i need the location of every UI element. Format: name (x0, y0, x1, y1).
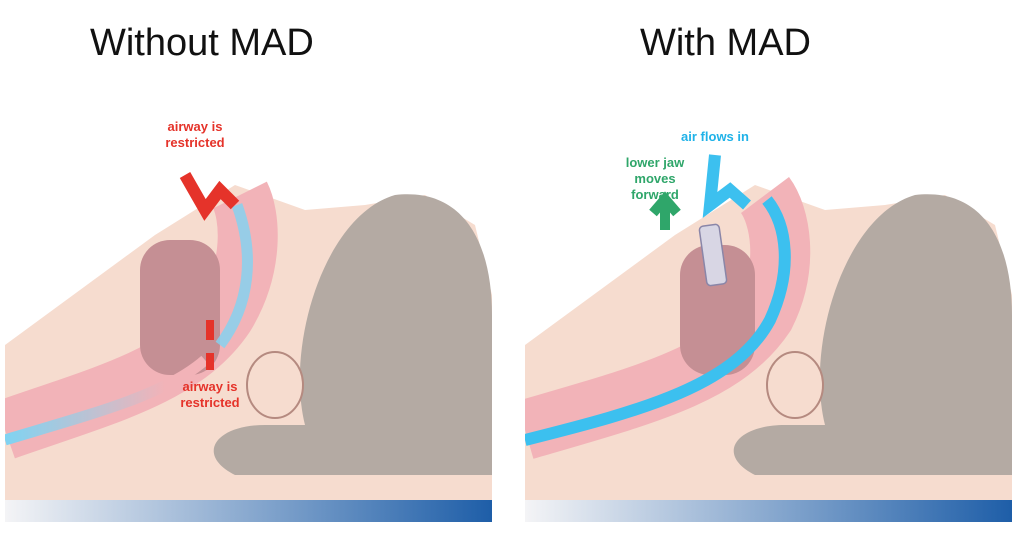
air-stream (3, 355, 209, 446)
head-illustration-without-mad (0, 172, 492, 522)
air-stream-upper (215, 203, 253, 349)
label-lower-jaw-moves-forward: lower jaw moves forward (625, 155, 685, 202)
panel-without-mad: airway is restricted airway is restricte… (0, 95, 493, 525)
bed (525, 500, 1012, 522)
air-stream (523, 196, 791, 446)
mandibular-device (698, 223, 728, 287)
arrow-jaw (649, 191, 681, 230)
panel-with-mad: air flows in lower jaw moves forward (516, 95, 1013, 525)
label-airway-restricted-bottom: airway is restricted (180, 379, 240, 410)
mouth-cavity (680, 245, 755, 375)
hair (733, 194, 1012, 475)
arrow-top (179, 172, 240, 221)
bed (5, 500, 492, 522)
hair (213, 194, 492, 475)
head-illustration-with-mad (516, 154, 1012, 522)
label-air-flows-in: air flows in (681, 129, 749, 144)
title-with-mad: With MAD (640, 22, 811, 64)
ear (246, 351, 304, 419)
label-airway-restricted-top: airway is restricted (165, 119, 225, 150)
mouth-cavity (140, 240, 220, 375)
title-without-mad: Without MAD (90, 22, 314, 64)
ear (766, 351, 824, 419)
arrow-air (702, 154, 751, 218)
